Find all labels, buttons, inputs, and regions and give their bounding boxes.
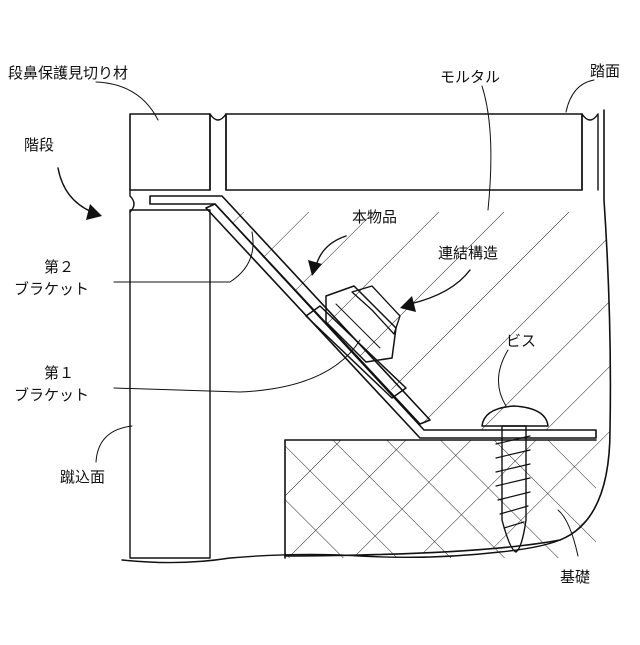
label-foundation: 基礎: [560, 568, 590, 586]
label-connection: 連結構造: [438, 244, 498, 262]
joint-notch-riser: [130, 190, 134, 212]
leader-mortar: [482, 86, 491, 210]
label-first-bracket-1: 第１: [44, 364, 74, 382]
nosing-guard-block: [130, 114, 210, 190]
joint-right: [582, 114, 598, 190]
label-mortar: モルタル: [440, 68, 500, 86]
leader-first-bracket: [114, 340, 360, 392]
label-second-bracket-1: 第２: [44, 258, 74, 276]
label-screw: ビス: [506, 332, 536, 350]
label-riser: 蹴込面: [60, 468, 105, 486]
foundation-block: [285, 440, 596, 558]
label-tread: 踏面: [590, 62, 620, 80]
label-product: 本物品: [352, 208, 397, 226]
joint-left: [210, 114, 226, 190]
leader-tread: [566, 80, 594, 112]
leader-second-bracket: [114, 232, 253, 282]
label-first-bracket-2: ブラケット: [14, 386, 89, 404]
riser-wall: [130, 210, 210, 558]
label-second-bracket-2: ブラケット: [14, 280, 89, 298]
label-stairs: 階段: [24, 136, 54, 154]
label-nosing-guard: 段鼻保護見切り材: [8, 64, 128, 82]
leader-riser: [96, 426, 132, 462]
mortar-region: [210, 200, 604, 212]
tread-slab: [226, 114, 582, 190]
arrow-stairs: [58, 168, 102, 220]
